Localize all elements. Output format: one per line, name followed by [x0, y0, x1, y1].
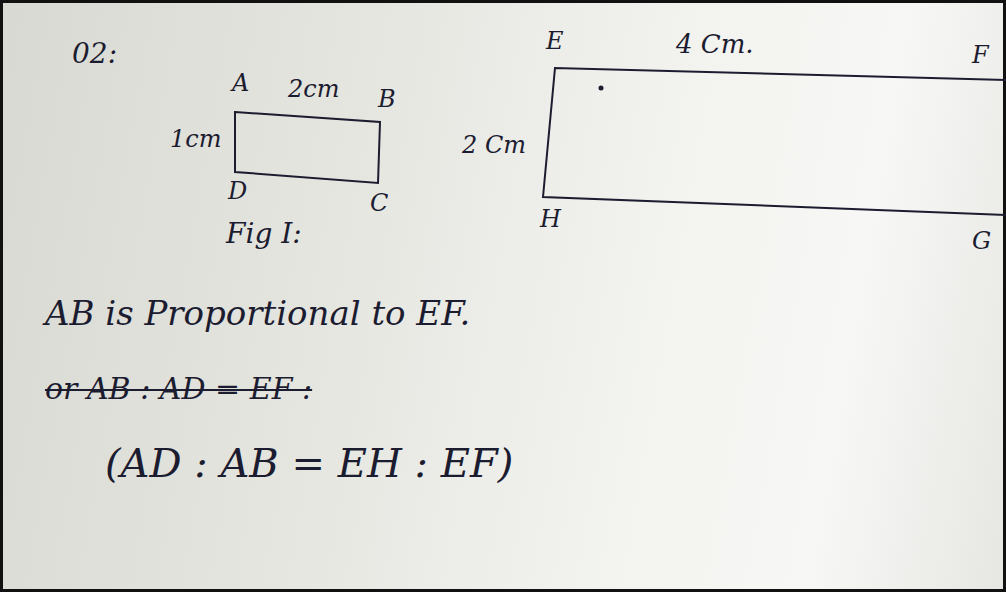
vertex-label: F — [972, 42, 989, 70]
vertex-label: C — [370, 190, 388, 218]
dimension: 4 Cm. — [676, 30, 754, 60]
rectangle-efgh — [543, 68, 1006, 215]
vertex-label: D — [228, 178, 247, 206]
dimension: 1cm — [170, 126, 221, 154]
vertex-label: H — [540, 206, 561, 234]
ink-dot — [599, 86, 604, 91]
vertex-label: G — [972, 228, 991, 256]
dimension: 2cm — [288, 76, 339, 104]
proportion: (AD : AB = EH : EF) — [105, 440, 513, 486]
rectangle-abcd — [235, 112, 380, 183]
vertex-label: E — [546, 28, 564, 56]
note: AB is Proportional to EF. — [45, 294, 470, 333]
struck-note: or AB : AD = EF : — [45, 372, 312, 407]
vertex-label: B — [378, 86, 396, 114]
question-number: 02: — [72, 38, 117, 70]
vertex-label: A — [232, 70, 249, 98]
dimension: 2 Cm — [462, 132, 526, 160]
figure-caption: Fig I: — [226, 218, 302, 250]
